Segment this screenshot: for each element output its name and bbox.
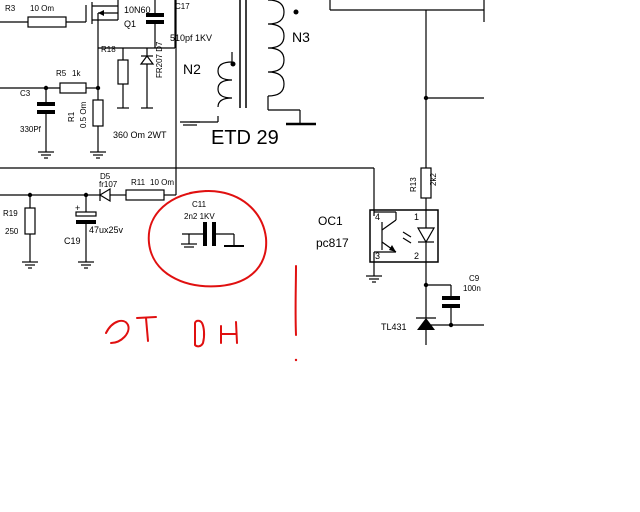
c3-label: C3 xyxy=(20,89,31,98)
red-exclamation-mark xyxy=(294,265,298,362)
r3-label: R3 xyxy=(5,4,16,13)
r19-label: R19 xyxy=(3,209,18,218)
r19-resistor xyxy=(0,192,86,269)
c17-label: C17 xyxy=(175,2,190,11)
c3-value: 330Pf xyxy=(20,125,42,134)
r13-resistor xyxy=(420,167,432,210)
r13-label: R13 xyxy=(409,177,418,192)
c11-capacitor xyxy=(181,222,244,248)
oc1-pin-4: 4 xyxy=(375,212,380,222)
r18-label: R18 xyxy=(101,45,116,54)
r1-resistor xyxy=(90,85,106,159)
q1-label: Q1 xyxy=(124,19,136,29)
tl431-label: TL431 xyxy=(381,322,407,332)
r11-value: 10 Om xyxy=(150,178,174,187)
r3-resistor xyxy=(0,16,86,28)
red-circle-annotation xyxy=(147,189,268,288)
r5-resistor xyxy=(0,82,98,94)
oc1-part: pc817 xyxy=(316,236,349,250)
c17-capacitor xyxy=(146,0,164,48)
c11-value: 2n2 1KV xyxy=(184,212,215,221)
c19-plus: + xyxy=(75,203,80,213)
q1-part: 10N60 xyxy=(124,5,151,15)
r11-label: R11 xyxy=(131,178,146,187)
c9-value: 100n xyxy=(463,284,481,293)
d7-diode xyxy=(139,48,155,109)
n2-label: N2 xyxy=(183,61,201,77)
c9-label: C9 xyxy=(469,274,480,283)
r1-value: 0.5 Om xyxy=(79,101,88,128)
c19-capacitor xyxy=(75,192,97,269)
c9-capacitor xyxy=(423,262,484,328)
transformer-model: ETD 29 xyxy=(211,127,279,149)
n2-winding xyxy=(180,52,236,126)
d7-label: FR207 D7 xyxy=(155,41,164,78)
snubber-resistor-value: 360 Om 2WT xyxy=(113,130,167,140)
oc1-optocoupler xyxy=(366,209,439,283)
n3-label: N3 xyxy=(292,29,310,45)
r19-value: 250 xyxy=(5,227,19,236)
oc1-pin-1: 1 xyxy=(414,212,419,222)
r11-resistor xyxy=(125,168,177,201)
c11-label: C11 xyxy=(192,200,207,209)
c19-value: 47ux25v xyxy=(89,225,124,235)
d5-label: D5 xyxy=(100,172,111,181)
c17-value: 510pf 1KV xyxy=(170,33,212,43)
c19-label: C19 xyxy=(64,236,81,246)
r3-value: 10 Om xyxy=(30,4,54,13)
r18-resistor xyxy=(117,48,129,109)
transformer-core xyxy=(239,0,247,108)
r13-value: 2k2 xyxy=(429,173,438,186)
feedback-wiring xyxy=(0,0,375,216)
tl431-regulator xyxy=(416,317,436,345)
red-handwriting-annotation xyxy=(105,316,238,348)
r5-label: R5 xyxy=(56,69,67,78)
oc1-pin-3: 3 xyxy=(375,251,380,261)
r1-label: R1 xyxy=(67,111,76,122)
oc1-label: OC1 xyxy=(318,214,343,228)
n3-winding xyxy=(267,0,316,126)
top-right-wiring xyxy=(329,0,485,168)
d5-diode xyxy=(86,187,126,203)
r5-value: 1k xyxy=(72,69,81,78)
c3-capacitor xyxy=(37,85,55,159)
d5-part: fr107 xyxy=(99,180,118,189)
q1-transistor xyxy=(85,0,119,30)
oc1-pin-2: 2 xyxy=(414,251,419,261)
